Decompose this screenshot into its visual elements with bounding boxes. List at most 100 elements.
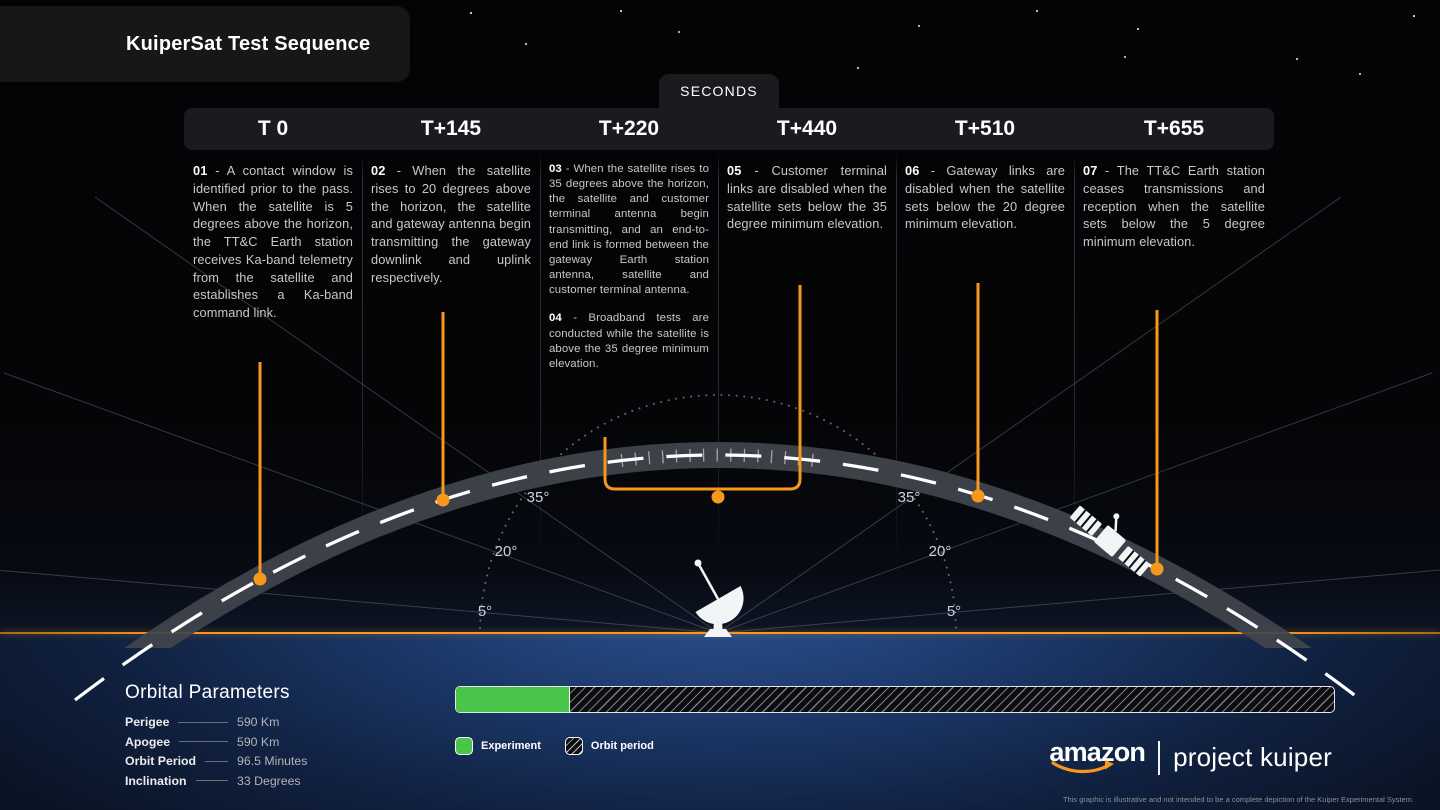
step-text: - Gateway links are disabled when the sa… — [905, 163, 1065, 232]
elevation-angle-lines — [0, 196, 1440, 633]
star — [1036, 10, 1038, 12]
step-columns: 01 - A contact window is identified prio… — [184, 162, 1274, 372]
step-02: 02 - When the satellite rises to 20 degr… — [371, 162, 531, 286]
step-text: - The TT&C Earth station ceases transmis… — [1083, 163, 1266, 250]
amazon-smile-icon — [1051, 760, 1115, 774]
timeline-marker-t145: T+145 — [420, 117, 482, 140]
legend-label: Experiment — [481, 740, 541, 752]
legend-label: Orbit period — [590, 740, 654, 752]
timeline-marker-t0: T 0 — [257, 117, 289, 140]
step-01: 01 - A contact window is identified prio… — [193, 162, 353, 322]
elevation-label-35-right: 35° — [898, 489, 921, 506]
contact-dot — [436, 493, 450, 507]
step-number: 01 — [193, 163, 208, 178]
star — [525, 43, 527, 45]
leader-line — [178, 721, 228, 723]
orbital-parameter-row: Inclination 33 Degrees — [125, 774, 325, 788]
star — [1137, 28, 1139, 30]
broadband-test-bracket — [603, 285, 802, 491]
star — [1124, 56, 1127, 59]
step-07: 07 - The TT&C Earth station ceases trans… — [1083, 162, 1265, 251]
satellite-pass-band — [124, 442, 1312, 648]
contact-point-dots — [253, 489, 1164, 586]
step-number: 07 — [1083, 163, 1098, 178]
orbital-parameter-row: Perigee 590 Km — [125, 715, 325, 729]
step-column-3: 03 - When the satellite rises to 35 degr… — [540, 162, 718, 372]
brand-lockup: amazon project kuiper — [1049, 739, 1332, 776]
timeline-bar: T 0 T+145 T+220 T+440 T+510 T+655 — [184, 108, 1274, 150]
step-06: 06 - Gateway links are disabled when the… — [905, 162, 1065, 233]
contact-dot — [253, 572, 267, 586]
page-title: KuiperSat Test Sequence — [126, 32, 371, 55]
step-text: - A contact window is identified prior t… — [193, 163, 353, 321]
star — [470, 12, 472, 14]
pass-tick — [661, 450, 664, 464]
contact-dot — [1150, 562, 1164, 576]
star — [678, 31, 681, 34]
elevation-label-20-left: 20° — [495, 543, 518, 560]
step-text: - Broadband tests are conducted while th… — [549, 312, 710, 370]
star — [1413, 15, 1415, 17]
step-text: - Customer terminal links are disabled w… — [727, 163, 887, 232]
contact-dot — [711, 490, 725, 504]
star — [620, 10, 622, 12]
earth — [0, 634, 1440, 810]
ground-station-dish-icon — [694, 559, 744, 637]
pass-tick — [648, 451, 651, 465]
column-divider — [896, 154, 897, 564]
step-number: 05 — [727, 163, 742, 178]
elevation-label-20-right: 20° — [929, 543, 952, 560]
disclaimer-text: This graphic is illustrative and not int… — [1062, 795, 1414, 804]
timeline-marker-t510: T+510 — [954, 117, 1016, 140]
pass-tick — [770, 450, 773, 464]
step-number: 03 — [549, 163, 562, 175]
experiment-swatch-icon — [455, 737, 473, 755]
orbit-period-swatch-icon — [564, 737, 583, 755]
amazon-wordmark: amazon — [1049, 737, 1146, 767]
timeline-marker-t655: T+655 — [1143, 117, 1205, 140]
timeline-marker-t440: T+440 — [776, 117, 838, 140]
star — [857, 67, 859, 69]
orbital-parameters-heading: Orbital Parameters — [125, 682, 290, 703]
orbital-parameters: Orbital Parameters Perigee 590 Km Apogee… — [125, 682, 325, 793]
step-number: 06 — [905, 163, 920, 178]
project-kuiper-wordmark: project kuiper — [1173, 742, 1332, 772]
orbit-period-bar — [455, 686, 1335, 713]
step-column-1: 01 - A contact window is identified prio… — [184, 162, 362, 372]
star — [918, 25, 921, 28]
column-divider — [540, 154, 541, 564]
bar-legend: Experiment Orbit period — [455, 737, 654, 755]
timeline-drop-lines — [258, 283, 1159, 573]
step-column-5: 06 - Gateway links are disabled when the… — [896, 162, 1074, 372]
seconds-tab: SECONDS — [659, 74, 779, 108]
timeline-marker-t220: T+220 — [598, 117, 660, 140]
elevation-labels: 35° 20° 5° 35° 20° 5° — [478, 489, 961, 620]
legend-item-orbit-period: Orbit period — [564, 737, 654, 755]
experiment-fill — [456, 687, 571, 712]
parameter-value: 96.5 Minutes — [237, 754, 308, 768]
parameter-label: Inclination — [125, 773, 187, 788]
parameter-value: 33 Degrees — [237, 773, 301, 788]
contact-dot — [971, 489, 985, 503]
column-divider — [1074, 154, 1075, 564]
orbital-parameter-row: Apogee 590 Km — [125, 735, 325, 749]
leader-line — [205, 760, 228, 762]
step-text: - When the satellite rises to 20 degrees… — [371, 163, 531, 285]
leader-line — [179, 741, 228, 742]
brand-divider — [1158, 740, 1161, 775]
step-05: 05 - Customer terminal links are disable… — [727, 162, 887, 233]
step-03: 03 - When the satellite rises to 35 degr… — [549, 162, 709, 298]
parameter-value: 590 Km — [237, 734, 280, 749]
satellite-icon — [1070, 505, 1150, 577]
step-column-2: 02 - When the satellite rises to 20 degr… — [362, 162, 540, 372]
column-divider — [718, 154, 719, 564]
step-04: 04 - Broadband tests are conducted while… — [549, 311, 709, 372]
step-column-6: 07 - The TT&C Earth station ceases trans… — [1074, 162, 1274, 372]
star — [1296, 58, 1298, 60]
parameter-label: Orbit Period — [125, 754, 197, 768]
step-column-4: 05 - Customer terminal links are disable… — [718, 162, 896, 372]
elevation-label-5-left: 5° — [478, 603, 492, 620]
legend-item-experiment: Experiment — [455, 737, 541, 755]
